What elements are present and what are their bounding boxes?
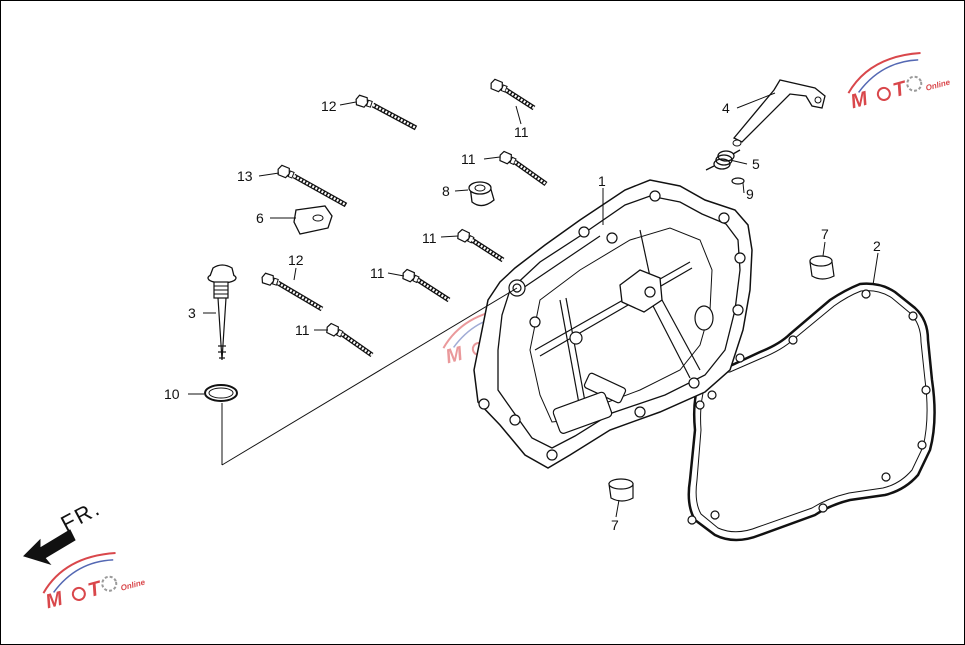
callout-11-third: 11 — [422, 230, 437, 246]
shaft-part-4 — [732, 79, 826, 147]
bolt-11-third — [455, 228, 505, 263]
o-ring-part-10 — [204, 384, 238, 402]
callout-13: 13 — [237, 168, 253, 184]
callout-8: 8 — [442, 183, 450, 199]
callout-11-fourth: 11 — [370, 265, 385, 281]
callout-1: 1 — [598, 173, 606, 189]
callout-11-fifth: 11 — [295, 322, 310, 338]
collar-part-8 — [468, 181, 495, 207]
callout-3: 3 — [188, 305, 196, 321]
gasket-part-2 — [687, 282, 936, 542]
callout-7-lower: 7 — [611, 517, 619, 533]
callout-9: 9 — [746, 186, 754, 202]
callout-11-top: 11 — [514, 124, 529, 140]
callout-11-second: 11 — [461, 151, 476, 167]
bolt-11-fourth — [400, 268, 451, 303]
crankcase-cover-part-1 — [473, 179, 753, 469]
front-direction-label: FR. — [57, 495, 105, 537]
front-direction-arrow — [23, 529, 76, 565]
callout-6: 6 — [256, 210, 264, 226]
clamp-part-6 — [293, 205, 333, 235]
dowel-pin-lower-part-7 — [608, 478, 634, 502]
spring-part-5 — [705, 149, 741, 171]
callout-12-lower: 12 — [288, 252, 304, 268]
bolt-11-second — [497, 150, 548, 187]
dowel-pin-upper-part-7 — [809, 255, 835, 280]
callout-12-upper: 12 — [321, 98, 337, 114]
leader-lines — [188, 92, 879, 518]
washer-part-9 — [731, 177, 745, 185]
bolt-11-fifth — [324, 322, 374, 358]
bolt-11-top — [488, 78, 536, 111]
callout-7-upper: 7 — [821, 226, 829, 242]
callout-2: 2 — [873, 238, 881, 254]
callout-10: 10 — [164, 386, 180, 402]
dipstick-part-3 — [207, 264, 237, 361]
callout-4: 4 — [722, 100, 730, 116]
bolt-12-upper — [353, 94, 418, 131]
watermark-bottom-left — [36, 544, 148, 615]
callout-5: 5 — [752, 156, 760, 172]
bolt-12-lower — [259, 272, 324, 312]
bolt-13 — [275, 164, 348, 208]
watermark-top-right — [841, 44, 953, 115]
